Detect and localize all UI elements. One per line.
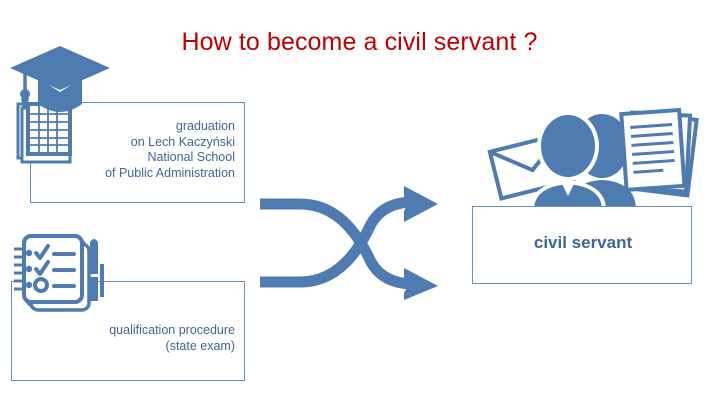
arrow-down-right-icon (260, 198, 438, 300)
crossing-arrows-icon (258, 186, 458, 300)
graduation-text-box: graduation on Lech Kaczyński National Sc… (30, 102, 245, 203)
document-stack-icon (619, 107, 699, 198)
pen-icon (90, 239, 104, 301)
certificate-sheet-icon (16, 102, 72, 164)
civil-servant-result-box: civil servant (472, 206, 692, 284)
qualification-text-box: qualification procedure (state exam) (11, 281, 245, 381)
person-front-icon (530, 111, 606, 210)
civil-servant-people-documents-icon (484, 107, 700, 210)
checklist-clipboard-pen-icon (10, 234, 110, 312)
civil-servant-label: civil servant (533, 233, 633, 252)
mortarboard-icon (10, 46, 110, 112)
checklist-bullets-icon (14, 247, 33, 291)
graduation-text: graduation on Lech Kaczyński National Sc… (105, 119, 235, 180)
arrow-up-right-icon (260, 186, 438, 288)
empty-checkbox-icon (33, 277, 49, 293)
graduation-cap-certificate-icon (8, 46, 112, 164)
page-title: How to become a civil servant ? (181, 28, 538, 56)
checklist-lines-icon (52, 252, 76, 288)
checkmarks-icon (34, 244, 50, 276)
qualification-text: qualification procedure (state exam) (109, 323, 235, 353)
